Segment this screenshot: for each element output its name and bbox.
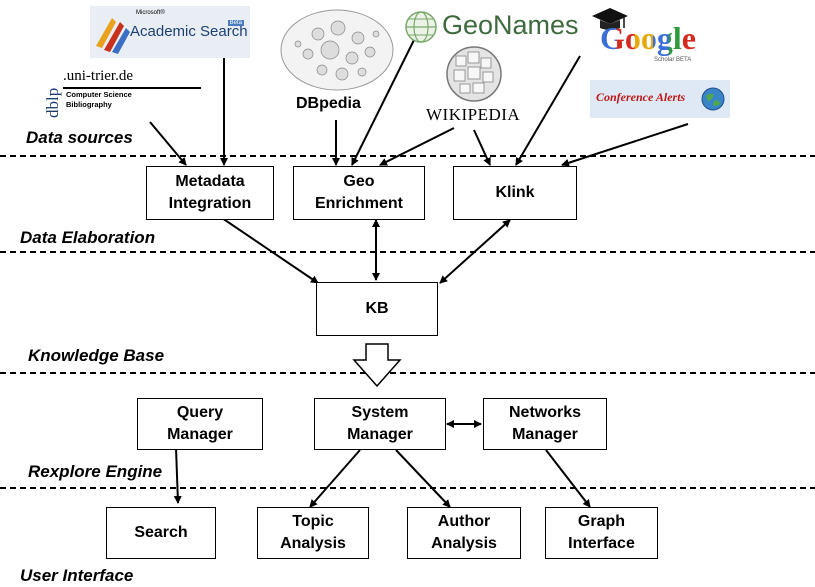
box-topic-analysis: Topic Analysis	[257, 507, 369, 559]
arrow-google-to-klink	[515, 55, 581, 166]
dblp-name: .uni-trier.de	[63, 68, 133, 84]
microsoft-academic-search-logo: Microsoft® Academic Search Beta	[90, 6, 250, 58]
wikipedia-name: WIKIPEDIA	[426, 105, 521, 124]
ms-book-icon	[96, 18, 130, 54]
arrow-wiki-to-klink	[473, 129, 491, 166]
dblp-subtitle: Computer Science Bibliography	[66, 90, 132, 109]
mortarboard-icon	[592, 8, 628, 30]
hollow-arrow-kb-to-engine	[352, 343, 402, 388]
layer-label-rexplore-engine: Rexplore Engine	[28, 462, 163, 481]
dbpedia-name: DBpedia	[296, 95, 361, 112]
box-system-manager: System Manager	[314, 398, 446, 450]
layer-label-knowledge-base: Knowledge Base	[28, 346, 165, 365]
dblp-side-mark: dblp	[43, 88, 62, 118]
arrow-networks-to-graph	[545, 449, 591, 508]
ms-small-text: Microsoft®	[136, 10, 165, 16]
arrow-klink-kb	[439, 219, 511, 284]
google-scholar-sub: Scholar BETA	[654, 57, 692, 63]
layer-separators	[0, 155, 815, 489]
box-metadata-integration: Metadata Integration	[146, 166, 274, 220]
wikipedia-logo: WIKIPEDIA	[426, 44, 526, 128]
geonames-logo: GeoNames	[402, 8, 587, 46]
dbpedia-logo: DBpedia	[278, 4, 396, 122]
arrow-system-to-author	[395, 449, 451, 508]
box-query-manager: Query Manager	[137, 398, 263, 450]
dblp-rule	[63, 87, 201, 89]
conference-alerts-name: Conference Alerts	[596, 90, 686, 104]
conference-alerts-logo: Conference Alerts	[590, 80, 730, 118]
box-author-analysis: Author Analysis	[407, 507, 521, 559]
arrow-query-to-search	[173, 447, 182, 504]
layer-label-data-elaboration: Data Elaboration	[20, 228, 156, 247]
globe-icon	[405, 11, 437, 43]
box-search: Search	[106, 507, 216, 559]
google-name: Google	[600, 20, 696, 56]
wikipedia-globe-icon	[446, 46, 502, 102]
ms-beta-badge: Beta	[227, 20, 244, 26]
geonames-name: GeoNames	[442, 10, 579, 40]
arrow-metadata-to-kb	[221, 217, 319, 284]
box-kb: KB	[316, 282, 438, 336]
arrow-dblp-to-metadata	[149, 121, 187, 166]
layer-label-data-sources: Data sources	[26, 128, 133, 147]
layer-label-user-interface: User Interface	[20, 566, 134, 585]
ms-logo-name: Academic Search	[130, 23, 248, 40]
conference-globe-icon	[701, 87, 725, 111]
dbpedia-cloud-icon	[280, 9, 394, 91]
arrow-conf-to-klink	[561, 123, 689, 167]
box-geo-enrichment: Geo Enrichment	[293, 166, 425, 220]
dblp-logo: dblp .uni-trier.de Computer Science Bibl…	[36, 68, 206, 122]
box-graph-interface: Graph Interface	[545, 507, 658, 559]
box-klink: Klink	[453, 166, 577, 220]
box-networks-manager: Networks Manager	[483, 398, 607, 450]
arrow-geonames-to-geo	[351, 39, 415, 166]
dblp-side-text: dblp	[43, 88, 62, 118]
arrow-wiki-to-geo	[379, 127, 455, 166]
arrow-system-to-topic	[309, 449, 361, 508]
google-scholar-logo: Google Scholar BETA	[590, 6, 718, 68]
